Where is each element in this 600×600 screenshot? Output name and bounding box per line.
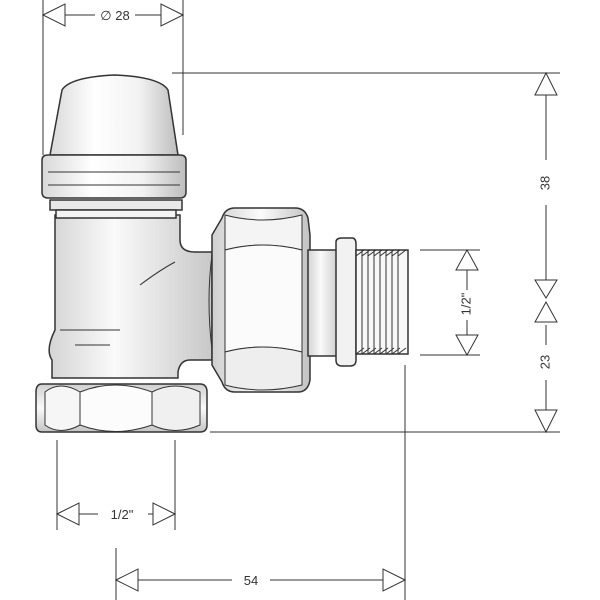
side-tail [307, 237, 409, 367]
thread-bottom-label: 1/2" [111, 507, 134, 522]
height-lower-label: 23 [537, 355, 552, 369]
thread-side-label: 1/2" [458, 292, 473, 315]
width-label: 54 [244, 573, 258, 588]
valve-body [48, 199, 213, 379]
height-upper-label: 38 [537, 176, 552, 190]
bottom-nut [35, 383, 208, 433]
arrowheads [41, 3, 558, 592]
valve-cap [41, 74, 187, 199]
diameter-label: ∅ 28 [100, 8, 129, 23]
side-nut [208, 207, 311, 393]
thread-lines [355, 249, 407, 355]
